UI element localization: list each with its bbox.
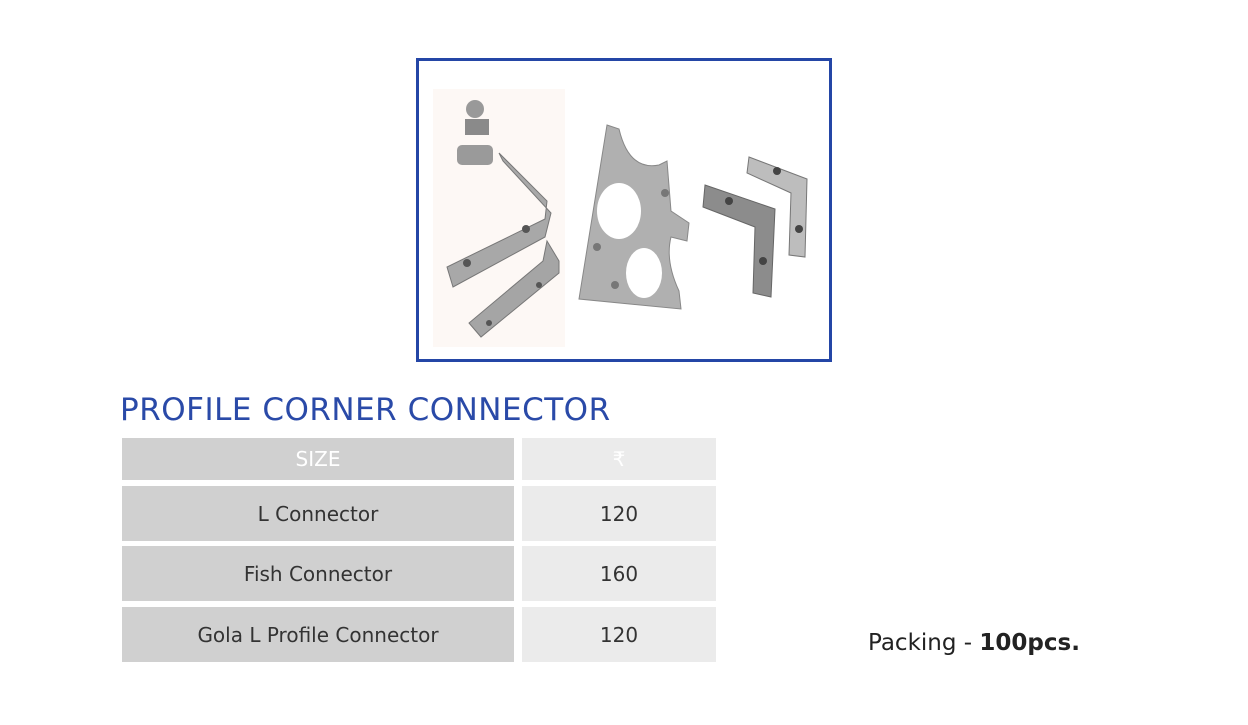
packing-value: 100pcs. bbox=[979, 630, 1080, 656]
packing-label: Packing - bbox=[868, 630, 973, 656]
header-price: ₹ bbox=[522, 438, 716, 480]
size-cell: Gola L Profile Connector bbox=[122, 607, 514, 662]
packing-info: Packing - 100pcs. bbox=[868, 630, 1080, 656]
size-cell: Fish Connector bbox=[122, 546, 514, 601]
price-cell: 120 bbox=[522, 607, 716, 662]
price-cell: 120 bbox=[522, 486, 716, 541]
price-cell: 160 bbox=[522, 546, 716, 601]
size-cell: L Connector bbox=[122, 486, 514, 541]
page-title: PROFILE CORNER CONNECTOR bbox=[120, 392, 611, 428]
product-image bbox=[416, 58, 832, 362]
header-size: SIZE bbox=[122, 438, 514, 480]
